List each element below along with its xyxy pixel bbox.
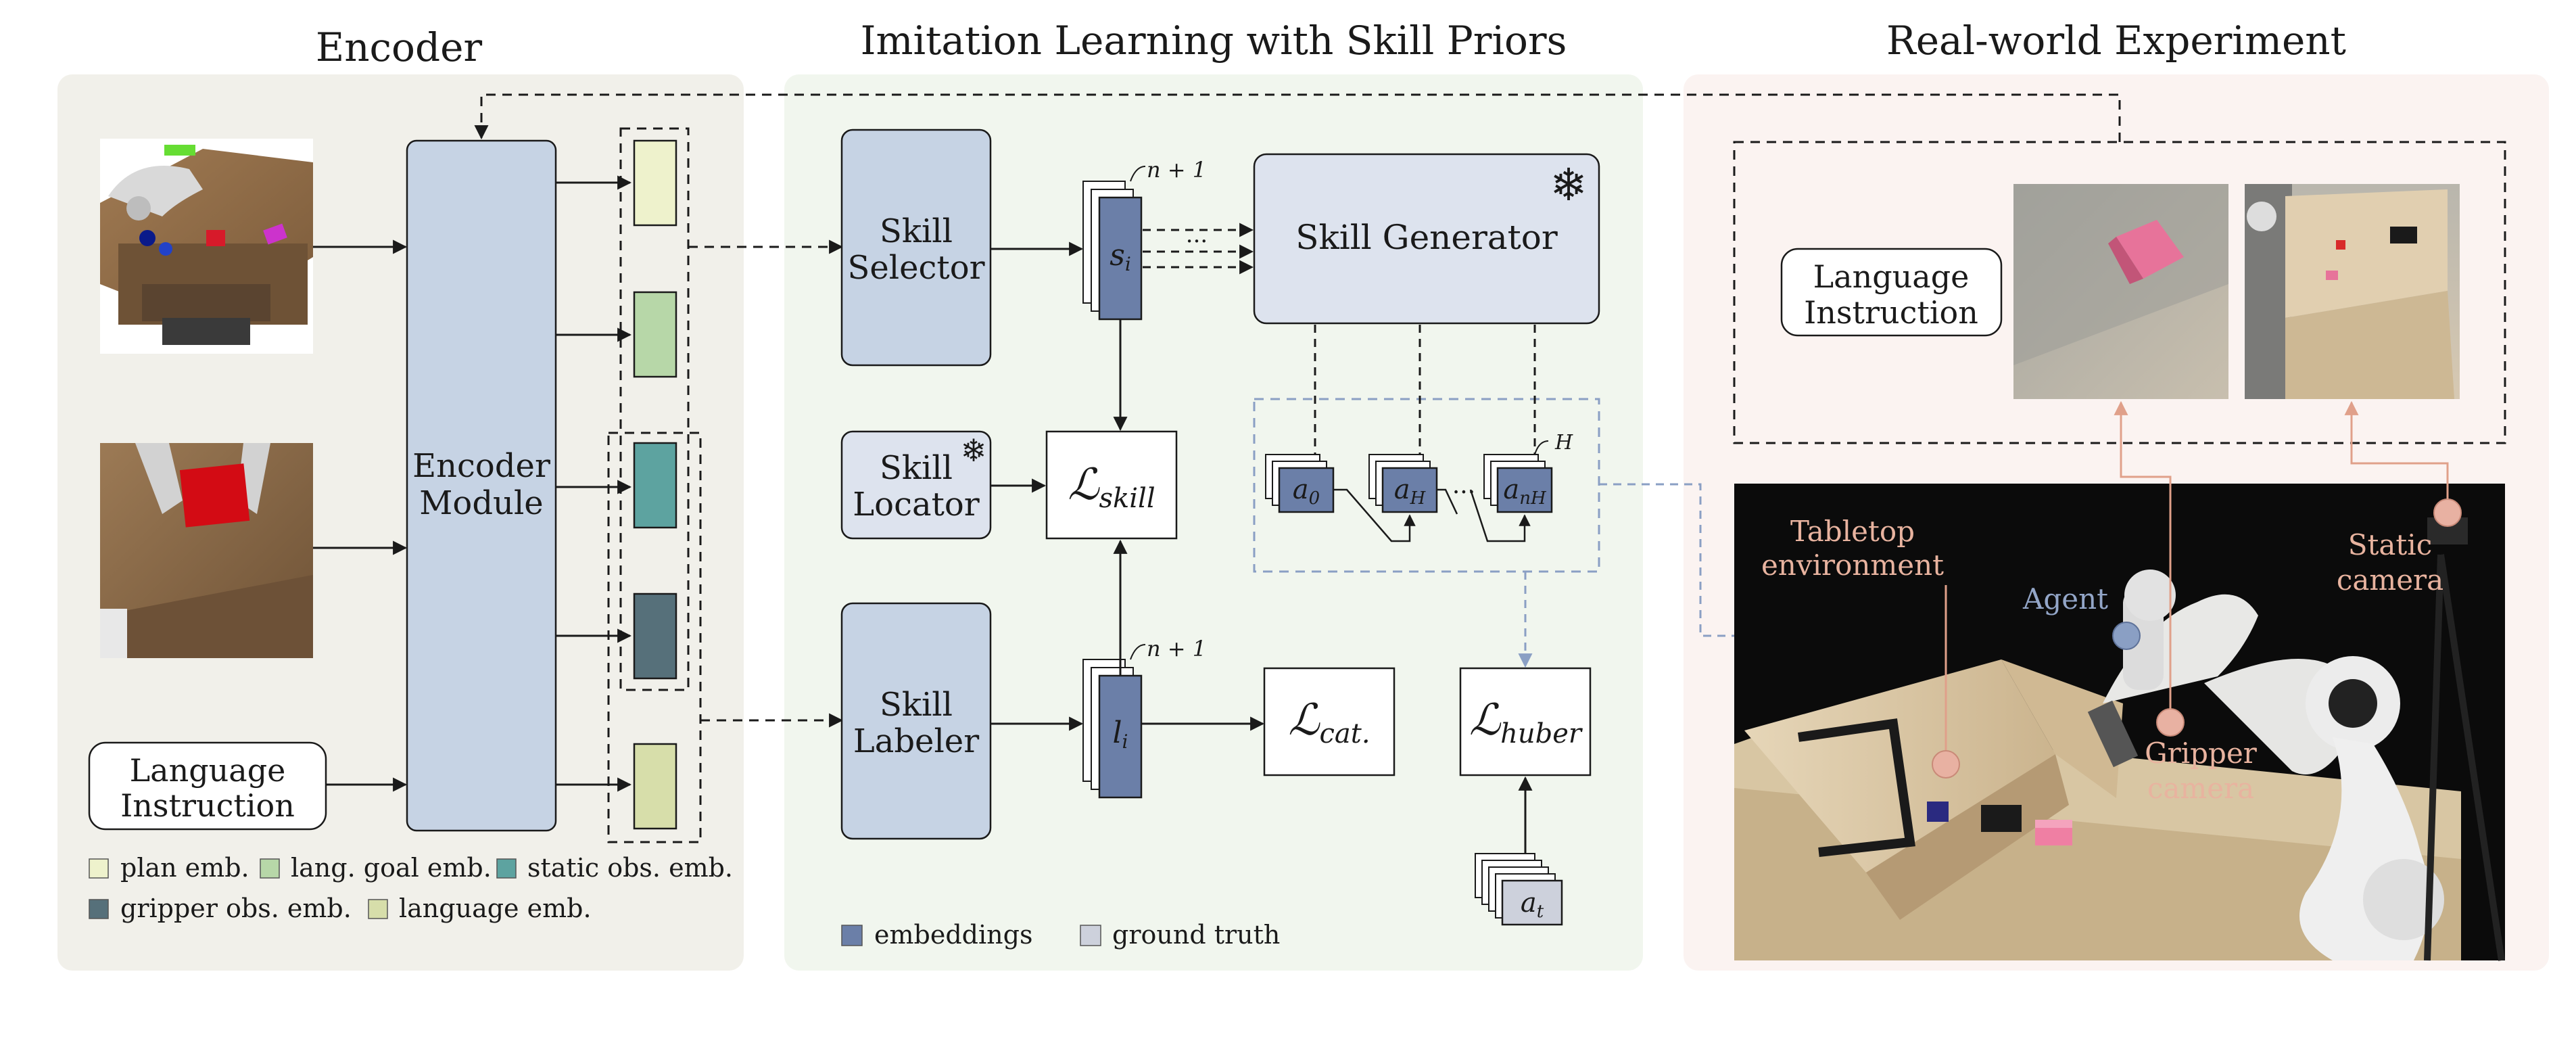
rw-language-instruction-box [1780,248,2003,337]
loss-cat-box [1263,667,1396,776]
static-label-2: camera [2337,563,2443,597]
skill-locator-label-1: Skill [880,449,953,487]
realworld-title: Real-world Experiment [1886,18,2346,64]
legend-swatch-gripper [89,899,109,919]
rw-language-label-2: Instruction [1804,294,1978,331]
static-camera-marker [2433,498,2462,527]
gripper-label-1: Gripper [2145,737,2258,770]
encoder-title: Encoder [316,24,483,70]
action-aH: aH [1368,454,1438,513]
tabletop-marker [1932,750,1960,779]
skill-generator-box [1253,153,1600,325]
svg-text:anH: anH [1503,474,1547,509]
action-dots: ··· [1452,479,1475,507]
language-instruction-label-1: Language [130,752,286,789]
tabletop-label-1: Tabletop [1790,515,1915,548]
encoder-module [406,139,557,832]
svg-text:si: si [1110,238,1131,275]
legend-label-langgoal: lang. goal emb. [291,853,492,883]
legend-swatch-ground-truth [1080,925,1101,946]
autoregressive-link-3 [1469,489,1531,542]
generator-input-dots: ··· [1186,228,1208,255]
si-count-label: n + 1 [1147,157,1206,183]
static-camera-callout: Static camera [2337,400,2462,597]
horizon-label: H [1554,431,1573,455]
skill-selector-label-1: Skill [880,212,953,250]
skill-selector-label-2: Selector [847,249,984,287]
gripper-camera-callout: Gripper camera [2114,400,2258,805]
sim-gripper-image [100,443,313,658]
language-instruction-label-2: Instruction [120,787,295,824]
legend-label-plan: plan emb. [120,853,249,883]
skill-generator-label: Skill Generator [1295,218,1558,257]
encoder-module-label-2: Module [419,484,543,522]
language-instruction-box [88,741,327,831]
legend-swatch-langgoal [260,858,280,879]
svg-text:li: li [1112,716,1128,753]
plan-group-dashed [619,127,690,691]
gripper-label-2: camera [2147,772,2254,805]
skill-labeler-label-1: Skill [880,686,953,724]
imitation-legend: embeddings ground truth [841,920,1280,950]
static-camera-image [2245,184,2460,399]
tabletop-callout: Tabletop environment [1761,515,1960,779]
legend-swatch-language [368,899,388,919]
sim-static-image [100,139,313,354]
svg-text:at: at [1521,887,1544,922]
legend-label-static: static obs. emb. [527,853,733,883]
li-count-label: n + 1 [1147,636,1206,661]
robot-setup-photo [1734,484,2505,961]
loss-skill-box [1045,430,1178,540]
static-label-1: Static [2348,528,2433,561]
action-a0: a0 [1265,454,1335,513]
loss-huber-label: ℒhuber [1469,695,1583,749]
autoregressive-link-2 [1437,488,1458,515]
agent-callout: Agent [2022,582,2141,650]
legend-label-language: language emb. [399,893,592,923]
svg-text:a0: a0 [1293,474,1320,509]
loss-huber-box [1459,667,1592,776]
tabletop-label-2: environment [1761,549,1944,582]
label-embedding-li [1098,674,1143,799]
legend-swatch-embeddings [841,925,863,946]
dashed-realworld-to-encoder [474,93,2121,142]
gripper-obs-embedding [633,593,677,680]
action-anH: anH H [1483,431,1573,513]
legend-swatch-static [496,858,517,879]
legend-label-embeddings: embeddings [874,920,1032,950]
skill-embedding-stack: si n + 1 [1082,157,1206,321]
plan-embedding [633,139,677,227]
static-obs-embedding [633,442,677,529]
skill-locator-label-2: Locator [853,486,979,524]
skill-selector-box [840,129,992,367]
encoder-legend: plan emb. lang. goal emb. static obs. em… [89,853,733,923]
language-embedding [633,743,677,830]
gripper-camera-marker [2156,708,2185,737]
legend-label-ground-truth: ground truth [1112,920,1280,950]
legend-label-gripper: gripper obs. emb. [120,893,352,923]
ground-truth-action-stack: at [1475,853,1563,926]
svg-text:aH: aH [1394,474,1427,509]
lang-goal-embedding [633,291,677,378]
skill-labeler-label-2: Labeler [853,722,979,760]
rw-language-label-1: Language [1813,258,1970,295]
dashed-actions-agent [1599,483,2128,643]
loss-cat-label: ℒcat. [1288,695,1370,749]
loss-skill-label: ℒskill [1068,460,1155,514]
snowflake-icon-locator: ❄ [961,432,987,469]
snowflake-icon-generator: ❄ [1550,159,1587,211]
ground-truth-at [1501,879,1563,926]
gripper-camera-image [2013,184,2228,399]
imitation-title: Imitation Learning with Skill Priors [861,18,1567,64]
agent-marker [2112,622,2141,650]
legend-swatch-plan [89,858,109,879]
agent-label: Agent [2022,582,2108,616]
lang-group-dashed [607,432,702,843]
skill-embedding-si [1098,196,1143,321]
encoder-module-label-1: Encoder [412,447,550,485]
label-embedding-stack: li n + 1 [1082,636,1206,799]
autoregressive-link-1 [1333,488,1416,542]
skill-labeler-box [840,602,992,840]
